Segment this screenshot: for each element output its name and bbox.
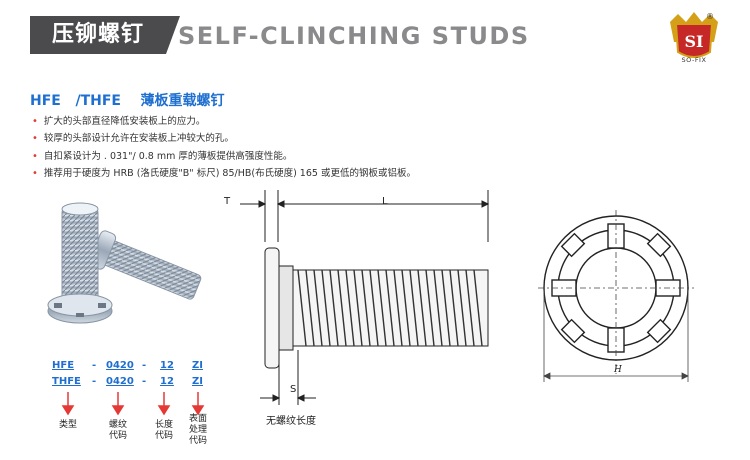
dim-label-t: T: [224, 196, 231, 207]
code-dash: -: [142, 360, 147, 371]
arrow-down-icon: [61, 405, 75, 416]
logo-mark-text: SI: [684, 32, 703, 51]
stud-photo: [47, 202, 202, 324]
code-finish: ZI: [192, 360, 203, 371]
code-type: HFE: [52, 360, 75, 371]
feature-list: 扩大的头部直径降低安装板上的应力。 较厚的头部设计允许在安装板上冲较大的孔。 自…: [32, 113, 416, 182]
dim-label-h: H: [613, 365, 622, 375]
title-en: SELF-CLINCHING STUDS: [178, 22, 530, 50]
feature-item: 推荐用于硬度为 HRB (洛氏硬度"B" 标尺) 85/HB(布氏硬度) 165…: [32, 165, 416, 182]
arrow-down-icon: [191, 405, 205, 416]
feature-item: 较厚的头部设计允许在安装板上冲较大的孔。: [32, 130, 416, 147]
code-length: 12: [160, 376, 174, 387]
code-thread: 0420: [106, 360, 134, 371]
brand-logo-icon: SI: [670, 12, 718, 58]
title-cn: 压铆螺钉: [30, 16, 166, 54]
dim-caption-s: 无螺纹长度: [266, 416, 316, 427]
feature-item: 自扣紧设计为 . 031"/ 0.8 mm 厚的薄板提供高强度性能。: [32, 148, 416, 165]
end-view-drawing: H: [538, 210, 694, 382]
dim-label-s: S: [290, 384, 297, 395]
registered-mark: ®: [706, 12, 714, 21]
dim-label-l: L: [382, 196, 388, 207]
caption-type: 类型: [58, 420, 77, 430]
code-length: 12: [160, 360, 174, 371]
caption-length: 长度 代码: [154, 420, 173, 441]
code-dash: -: [92, 376, 97, 387]
code-dash: -: [92, 360, 97, 371]
code-type: THFE: [52, 376, 81, 387]
product-title: HFE /THFE 薄板重载螺钉: [30, 93, 225, 109]
title-notch: [166, 16, 180, 54]
arrow-down-icon: [157, 405, 171, 416]
arrow-down-icon: [111, 405, 125, 416]
code-dash: -: [142, 376, 147, 387]
page-header: 压铆螺钉 SELF-CLINCHING STUDS SI ® SO-FIX: [0, 0, 750, 75]
feature-item: 扩大的头部直径降低安装板上的应力。: [32, 113, 416, 130]
code-arrows: [61, 392, 205, 416]
caption-finish: 表面 处理 代码: [188, 414, 207, 446]
code-finish: ZI: [192, 376, 203, 387]
logo-text: SO-FIX: [681, 56, 707, 64]
side-view-drawing: [240, 190, 490, 405]
code-thread: 0420: [106, 376, 134, 387]
caption-thread: 螺纹 代码: [108, 420, 127, 441]
